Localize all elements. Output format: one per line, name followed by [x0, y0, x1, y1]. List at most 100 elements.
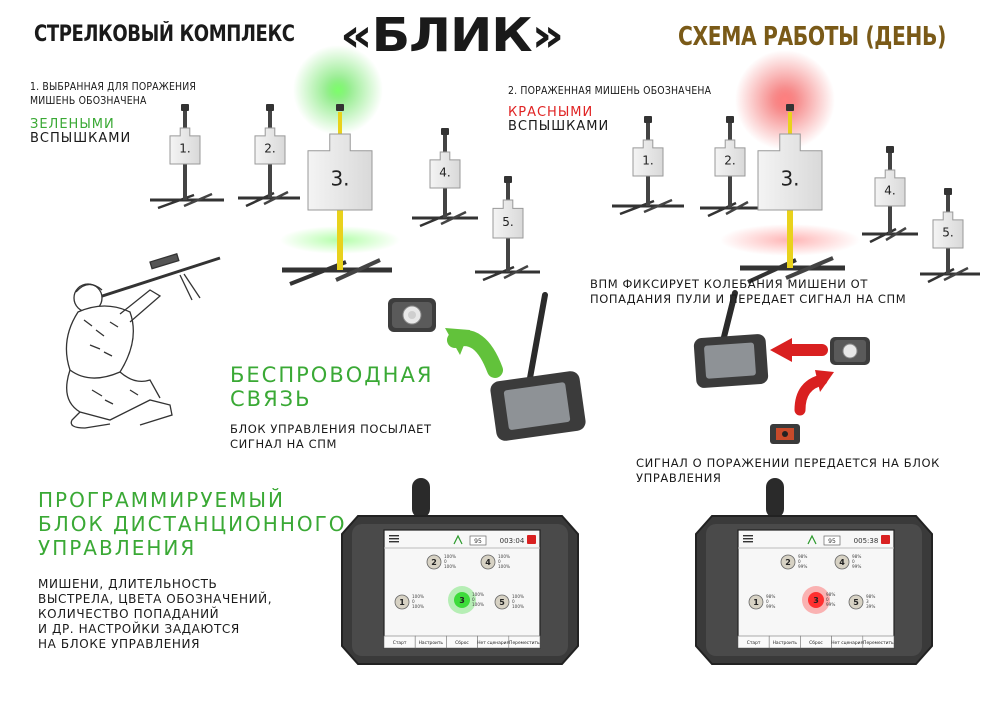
step1-color-word: ЗЕЛЕНЫМИ: [30, 117, 115, 132]
node-label: 2: [785, 558, 791, 567]
target-3: 3.: [282, 104, 392, 286]
red-arrow-up-head: [815, 370, 834, 392]
programmable-text: МИШЕНИ, ДЛИТЕЛЬНОСТЬ ВЫСТРЕЛА, ЦВЕТА ОБО…: [38, 577, 272, 652]
target-node-4[interactable]: 498%099%: [834, 554, 861, 570]
power-icon[interactable]: [527, 535, 536, 544]
screen-button-4[interactable]: Нет сценария: [477, 635, 510, 649]
power-icon[interactable]: [881, 535, 890, 544]
wireless-title-line1: БЕСПРОВОДНАЯ: [230, 363, 434, 387]
target-5: 5.: [920, 188, 980, 284]
shooter-sketch: [65, 253, 221, 429]
node-stat: 0: [444, 559, 447, 564]
node-stat: 100%: [498, 554, 510, 559]
node-label: 4: [485, 558, 491, 567]
target-label: 3.: [780, 167, 799, 191]
programmable-title-line2: БЛОК ДИСТАНЦИОННОГО: [38, 512, 347, 536]
hit-signal-line2: УПРАВЛЕНИЯ: [636, 471, 722, 485]
screen-button-label: Переместить: [509, 640, 540, 646]
node-stat: 0: [412, 599, 415, 604]
screen-button-label: Старт: [393, 640, 407, 646]
screen-button-label: Сброс: [455, 639, 469, 646]
step1-flash-word: ВСПЫШКАМИ: [30, 131, 132, 146]
node-stat: 100%: [512, 604, 524, 609]
screen-button-label: Настроить: [773, 640, 798, 646]
node-stat: 0: [498, 559, 501, 564]
programmable-text-line1: МИШЕНИ, ДЛИТЕЛЬНОСТЬ: [38, 577, 218, 591]
wireless-title: БЕСПРОВОДНАЯ СВЯЗЬ: [230, 363, 433, 411]
target-label: 4.: [439, 165, 450, 179]
screen-button-1[interactable]: Старт: [383, 635, 416, 649]
step2-flash-word: ВСПЫШКАМИ: [508, 119, 610, 134]
node-stat: 3: [866, 599, 869, 604]
node-stat: 100%: [472, 602, 484, 607]
menu-icon[interactable]: [389, 535, 399, 543]
target-node-3[interactable]: 398%099%: [802, 586, 835, 614]
handheld-controller-right: [693, 290, 769, 388]
vpm-description: ВПМ ФИКСИРУЕТ КОЛЕБАНИЯ МИШЕНИ ОТ ПОПАДА…: [590, 277, 906, 307]
vpm-line1: ВПМ ФИКСИРУЕТ КОЛЕБАНИЯ МИШЕНИ ОТ: [590, 277, 868, 291]
node-stat: 99%: [826, 602, 835, 607]
target-4: 4.: [412, 128, 478, 228]
target-label: 5.: [942, 225, 953, 239]
screen-button-1[interactable]: Старт: [737, 635, 770, 649]
spm-sensor-right: [830, 337, 870, 365]
screen-button-2[interactable]: Настроить: [768, 635, 801, 649]
node-label: 5: [499, 598, 505, 607]
vpm-sensor: [770, 424, 800, 444]
node-stat: 0: [852, 559, 855, 564]
counter-value: 95: [474, 538, 482, 545]
target-node-2[interactable]: 298%099%: [780, 554, 807, 570]
device-screen: [383, 529, 541, 649]
screen-button-5[interactable]: Переместить: [508, 635, 541, 649]
screen-button-3[interactable]: Сброс: [800, 635, 832, 649]
step1-line1: 1. ВЫБРАННАЯ ДЛЯ ПОРАЖЕНИЯ: [30, 80, 197, 93]
screen-button-4[interactable]: Нет сценария: [831, 635, 864, 649]
node-label: 1: [753, 598, 759, 607]
target-label: 4.: [884, 183, 895, 197]
node-label: 3: [459, 596, 465, 605]
programmable-text-line2: ВЫСТРЕЛА, ЦВЕТА ОБОЗНАЧЕНИЙ,: [38, 592, 273, 606]
node-stat: 99%: [852, 564, 861, 569]
node-stat: 98%: [798, 554, 807, 559]
node-stat: 98%: [866, 594, 875, 599]
red-flash: [735, 50, 835, 150]
programmable-title: ПРОГРАММИРУЕМЫЙ БЛОК ДИСТАНЦИОННОГО УПРА…: [38, 488, 347, 560]
handheld-controller-left: [490, 292, 586, 441]
target-node-1[interactable]: 198%099%: [748, 594, 775, 610]
screen-button-5[interactable]: Переместить: [862, 635, 895, 649]
red-arrow-left-head: [770, 338, 792, 362]
screen-button-label: Старт: [747, 640, 761, 646]
target-2: 2.: [238, 104, 300, 208]
programmable-text-line5: НА БЛОКЕ УПРАВЛЕНИЯ: [38, 637, 201, 651]
node-stat: 100%: [444, 554, 456, 559]
menu-icon[interactable]: [743, 535, 753, 543]
device-screen: [737, 529, 895, 649]
target-1: 1.: [612, 116, 684, 216]
node-stat: 100%: [512, 594, 524, 599]
node-stat: 100%: [412, 594, 424, 599]
counter-box: [469, 535, 487, 546]
green-flash: [293, 45, 383, 135]
screen-button-2[interactable]: Настроить: [414, 635, 447, 649]
programmable-text-line4: И ДР. НАСТРОЙКИ ЗАДАЮТСЯ: [38, 622, 240, 636]
hit-signal-line1: СИГНАЛ О ПОРАЖЕНИИ ПЕРЕДАЕТСЯ НА БЛОК: [636, 456, 940, 470]
node-stat: 98%: [766, 594, 775, 599]
step2-color-word: КРАСНЫМИ: [508, 105, 594, 120]
target-group-left: 1.2.3.4.5.: [150, 104, 540, 286]
target-label: 2.: [264, 141, 275, 155]
left-title: СТРЕЛКОВЫЙ КОМПЛЕКС: [34, 22, 295, 47]
screen-button-3[interactable]: Сброс: [446, 635, 478, 649]
target-node-5[interactable]: 598%339%: [848, 594, 875, 610]
screen-button-label: Нет сценария: [477, 640, 509, 646]
step2-line1: 2. ПОРАЖЕННАЯ МИШЕНЬ ОБОЗНАЧЕНА: [508, 84, 712, 97]
node-label: 5: [853, 598, 859, 607]
signal-icon: [453, 534, 463, 545]
timer-value: 005:38: [854, 537, 879, 545]
